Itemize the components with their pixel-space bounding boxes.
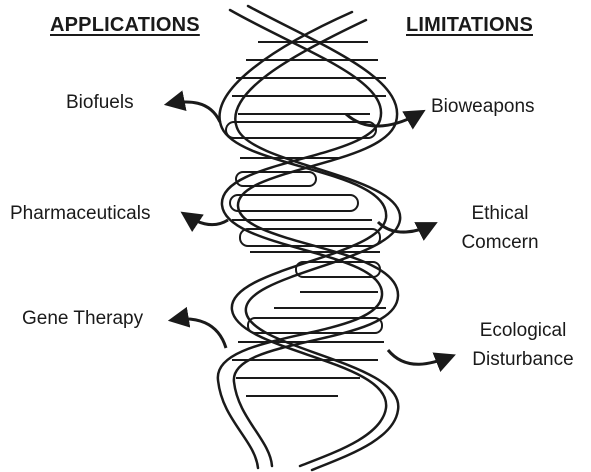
helix-backbone: [218, 6, 400, 470]
limitation-ethical-concern-line-1: Ethical: [440, 199, 560, 228]
application-gene-therapy: Gene Therapy: [22, 304, 143, 333]
curved-arrow-icon: [168, 102, 452, 364]
limitation-ecological-disturbance-line-1: Ecological: [458, 316, 588, 345]
application-biofuels: Biofuels: [66, 88, 134, 117]
limitation-bioweapons: Bioweapons: [431, 92, 535, 121]
application-pharmaceuticals: Pharmaceuticals: [10, 199, 150, 228]
applications-heading: APPLICATIONS: [50, 14, 200, 37]
limitation-ethical-concern: Ethical Comcern: [440, 199, 560, 257]
limitation-ecological-disturbance: Ecological Disturbance: [458, 316, 588, 374]
limitation-ecological-disturbance-line-2: Disturbance: [458, 345, 588, 374]
limitations-heading: LIMITATIONS: [406, 14, 533, 37]
limitation-ethical-concern-line-2: Comcern: [440, 228, 560, 257]
